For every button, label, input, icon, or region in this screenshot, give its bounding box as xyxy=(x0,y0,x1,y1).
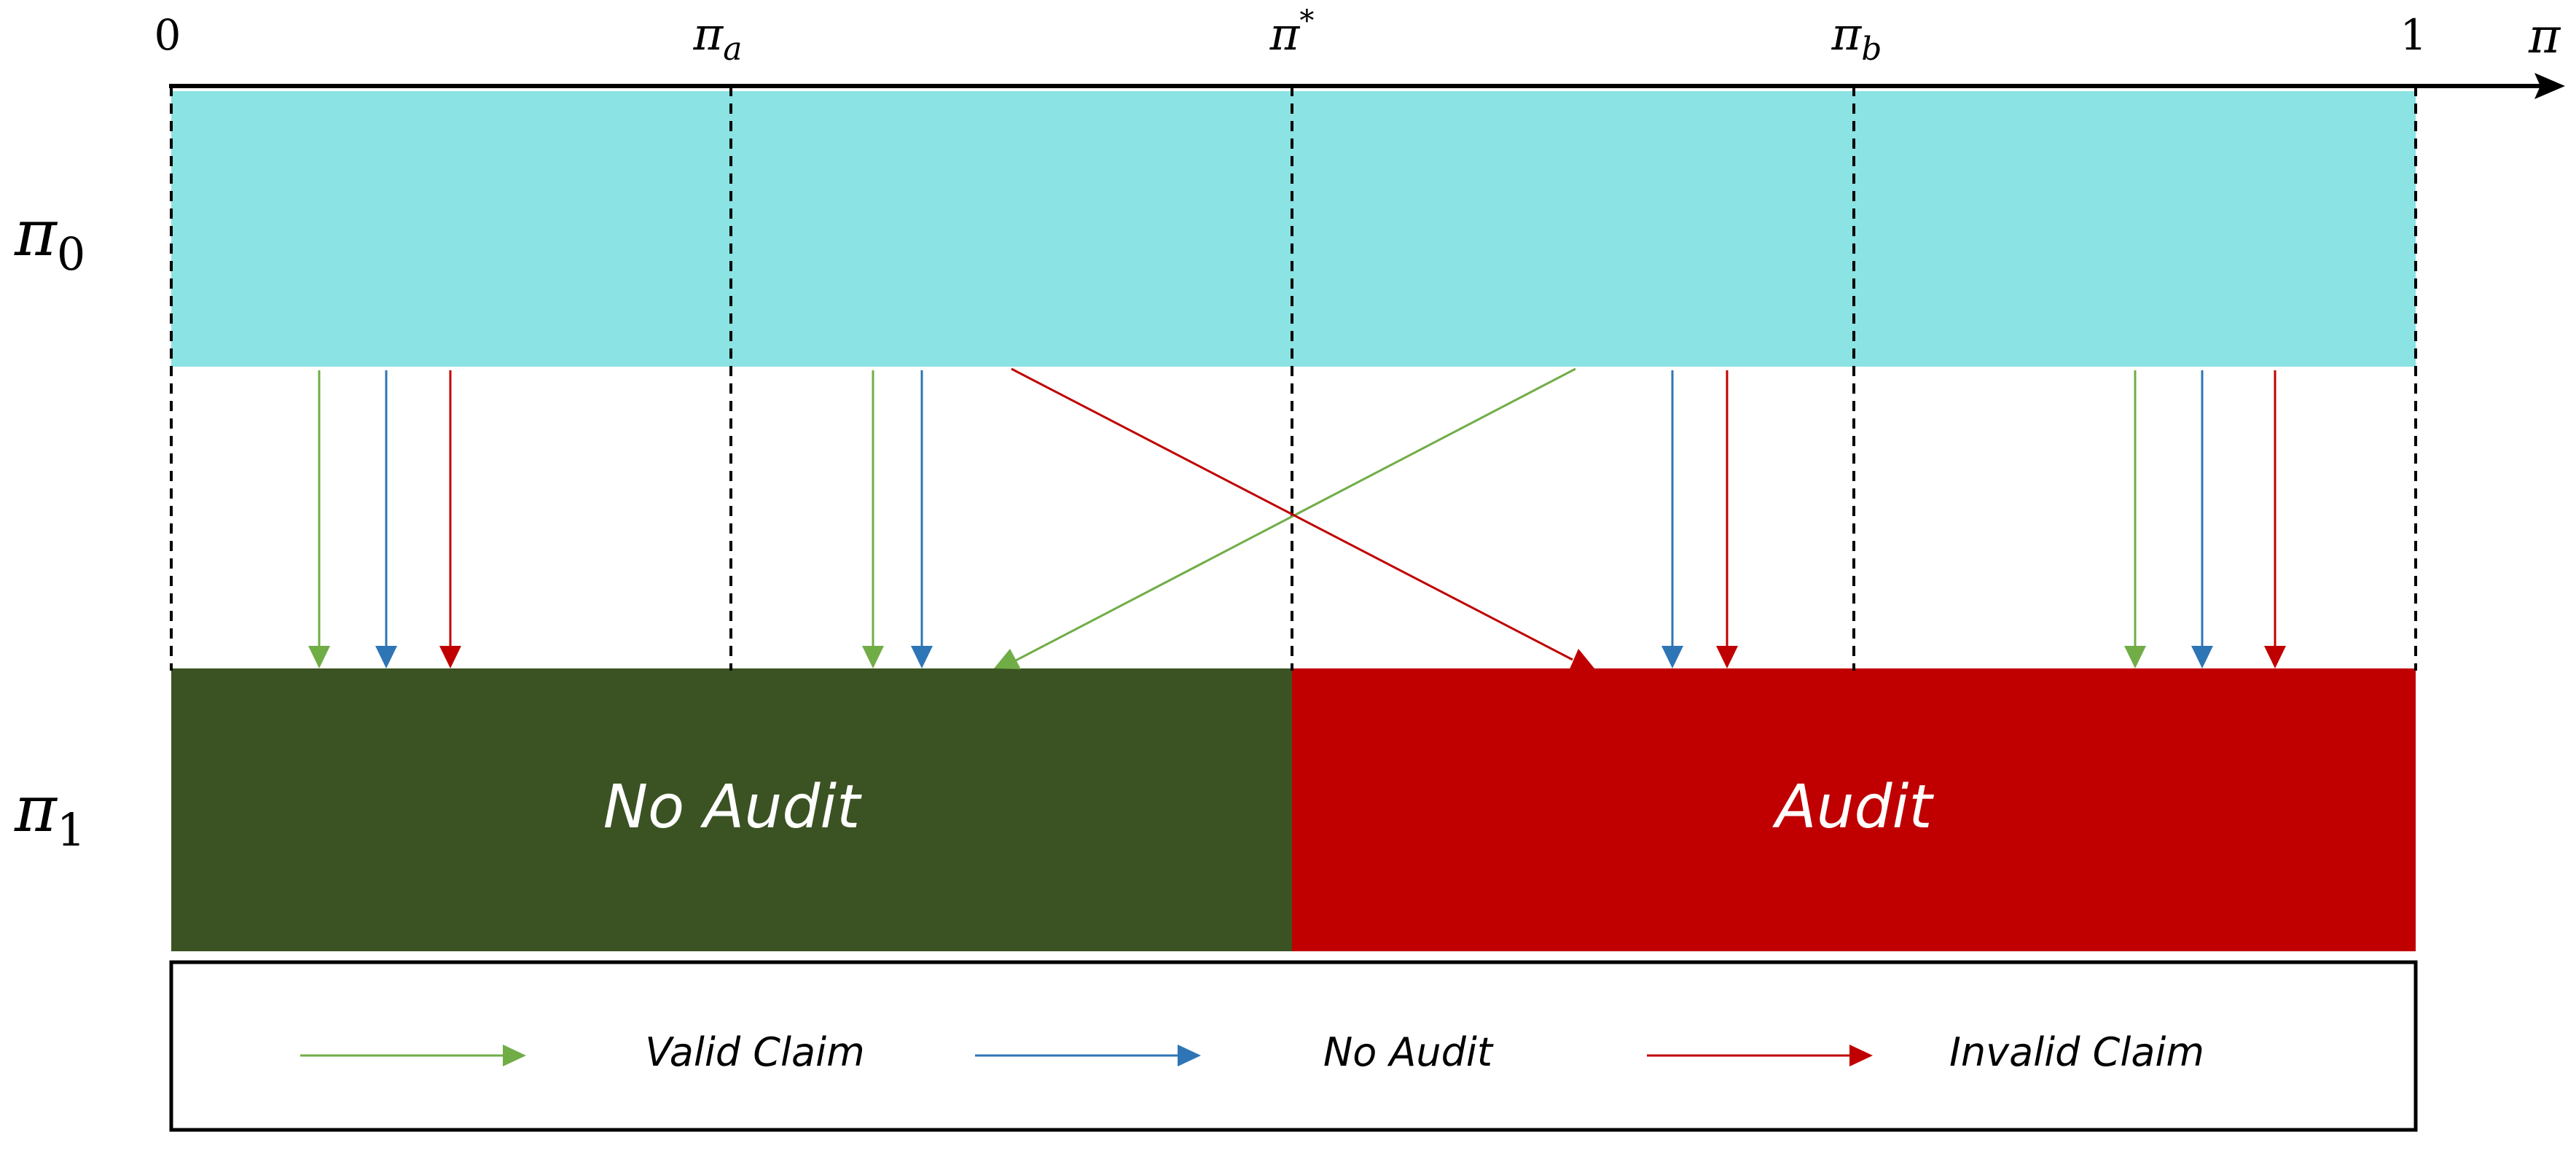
no-audit-arrows xyxy=(375,370,2213,668)
threshold-guides xyxy=(170,86,2417,671)
legend-box xyxy=(169,960,2418,1132)
legend-valid-label: Valid Claim xyxy=(645,1029,864,1075)
invalid-arrow-crossing xyxy=(1011,367,1594,671)
legend-no-audit-arrowhead xyxy=(1178,1045,1201,1066)
legend-invalid-arrowhead xyxy=(1849,1045,1873,1066)
audit-region-label: Audit xyxy=(1772,773,1934,842)
pi-axis-arrowhead xyxy=(2534,73,2565,99)
tick-labels: 0 πa π* πb 1 xyxy=(154,4,2427,68)
tick-pi-a: πa xyxy=(693,7,743,68)
valid-arrow-1 xyxy=(308,370,330,668)
no-audit-arrow-1 xyxy=(375,370,397,668)
legend-valid-arrowhead xyxy=(503,1045,526,1066)
valid-arrow-2 xyxy=(862,370,884,668)
row-label-pi0: π0 xyxy=(14,195,85,281)
row-label-pi1: π1 xyxy=(14,771,85,857)
valid-claim-arrows xyxy=(308,367,2146,669)
invalid-claim-arrows xyxy=(439,367,2286,671)
valid-arrow-3 xyxy=(2124,370,2146,668)
legend-invalid-label: Invalid Claim xyxy=(1949,1029,2204,1075)
valid-arrow-crossing xyxy=(994,367,1576,669)
legend-item-no-audit: No Audit xyxy=(975,1029,1494,1075)
invalid-arrow-3 xyxy=(2264,370,2286,668)
no-audit-arrow-2 xyxy=(911,370,933,668)
tick-one: 1 xyxy=(2400,10,2427,60)
no-audit-arrow-4 xyxy=(2191,370,2213,668)
legend-no-audit-label: No Audit xyxy=(1323,1029,1494,1075)
legend-item-valid-claim: Valid Claim xyxy=(300,1029,865,1075)
legend-item-invalid-claim: Invalid Claim xyxy=(1647,1029,2204,1075)
legend: Valid Claim No Audit Invalid Claim xyxy=(169,960,2418,1132)
invalid-arrow-1 xyxy=(439,370,461,668)
tick-pi-star: π* xyxy=(1269,4,1315,61)
axis-label: π xyxy=(2528,8,2561,64)
tick-pi-b: πb xyxy=(1831,7,1882,68)
no-audit-region-label: No Audit xyxy=(603,773,862,842)
audit-band xyxy=(1292,668,2416,951)
no-audit-band xyxy=(171,668,1292,951)
no-audit-arrow-3 xyxy=(1661,370,1683,668)
invalid-arrow-2 xyxy=(1716,370,1738,668)
tick-zero: 0 xyxy=(154,10,181,60)
